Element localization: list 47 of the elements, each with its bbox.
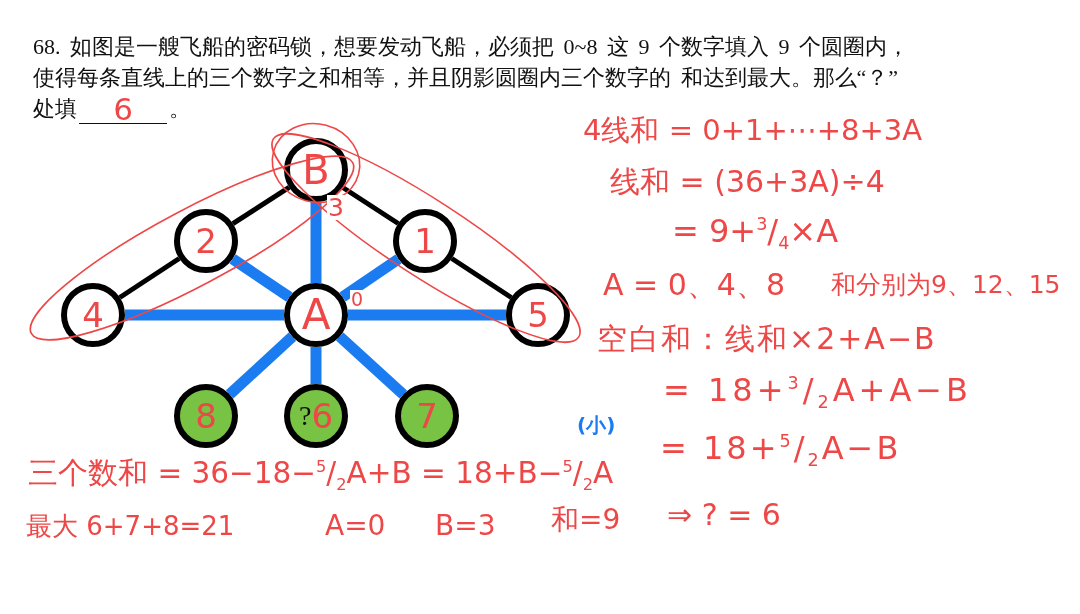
connector-line — [229, 254, 293, 302]
handwritten-equation: A=0 — [325, 510, 386, 543]
sentence-end: 。 — [169, 96, 191, 121]
node-label: 5 — [527, 298, 549, 332]
handwritten-equation: 线和 = (36+3A)÷4 — [610, 165, 885, 200]
node-label: 8 — [195, 399, 217, 433]
handwritten-equation: 最大 6+7+8=21 — [26, 512, 235, 542]
circle-node — [61, 283, 125, 347]
circle-node — [174, 384, 238, 448]
circle-node — [393, 209, 457, 273]
connector-line — [341, 185, 400, 226]
beside-label: 3 — [327, 195, 345, 220]
circle-node — [506, 283, 570, 347]
fill-in-line: 6 — [79, 95, 167, 124]
circle-node — [174, 209, 238, 273]
connector-line — [231, 185, 291, 226]
connector-line — [336, 332, 407, 399]
node-label: B — [302, 150, 330, 190]
handwritten-note: 和分别为9、12、15 — [831, 271, 1061, 300]
connector-line — [348, 309, 506, 321]
connector-line — [310, 347, 322, 384]
handwritten-equation: ⇒ ? = 6 — [667, 498, 781, 533]
handwritten-equation: 空白和：线和×2+A−B — [597, 322, 937, 357]
handwritten-equation: = 18+$^{5}$/$_{2}$A−B — [660, 430, 902, 471]
circle-node — [284, 283, 348, 347]
handwritten-equation: = 18+$^{3}$/$_{2}$A+A−B — [663, 372, 973, 413]
handwritten-equation: B=3 — [435, 510, 496, 543]
beside-label: 0 — [350, 290, 365, 309]
node-label: 4 — [82, 298, 104, 332]
node-label: ? — [298, 402, 312, 430]
circle-node — [395, 384, 459, 448]
handwritten-equation: = 9+$^{3}$/$_{4}$×A — [672, 213, 839, 254]
connector-line — [225, 332, 297, 399]
handwritten-equation: 三个数和 = 36−18−$^{5}$/$_{2}$A+B = 18+B−$^{5}$/$_{2}$A — [28, 457, 614, 495]
node-label: 7 — [416, 399, 438, 433]
handwritten-equation: A = 0、4、8 — [603, 268, 785, 303]
handwritten-equation: 和=9 — [551, 504, 621, 537]
node-label: 1 — [414, 224, 436, 258]
node-label: 6 — [311, 399, 334, 433]
node-label: A — [301, 294, 331, 336]
node-label: 2 — [195, 224, 217, 258]
handwritten-note: (小) — [577, 414, 616, 437]
circle-node — [284, 384, 348, 448]
connector-line — [125, 309, 284, 321]
connector-line — [450, 256, 513, 300]
connector-line — [118, 256, 181, 300]
connector-line — [339, 254, 402, 302]
